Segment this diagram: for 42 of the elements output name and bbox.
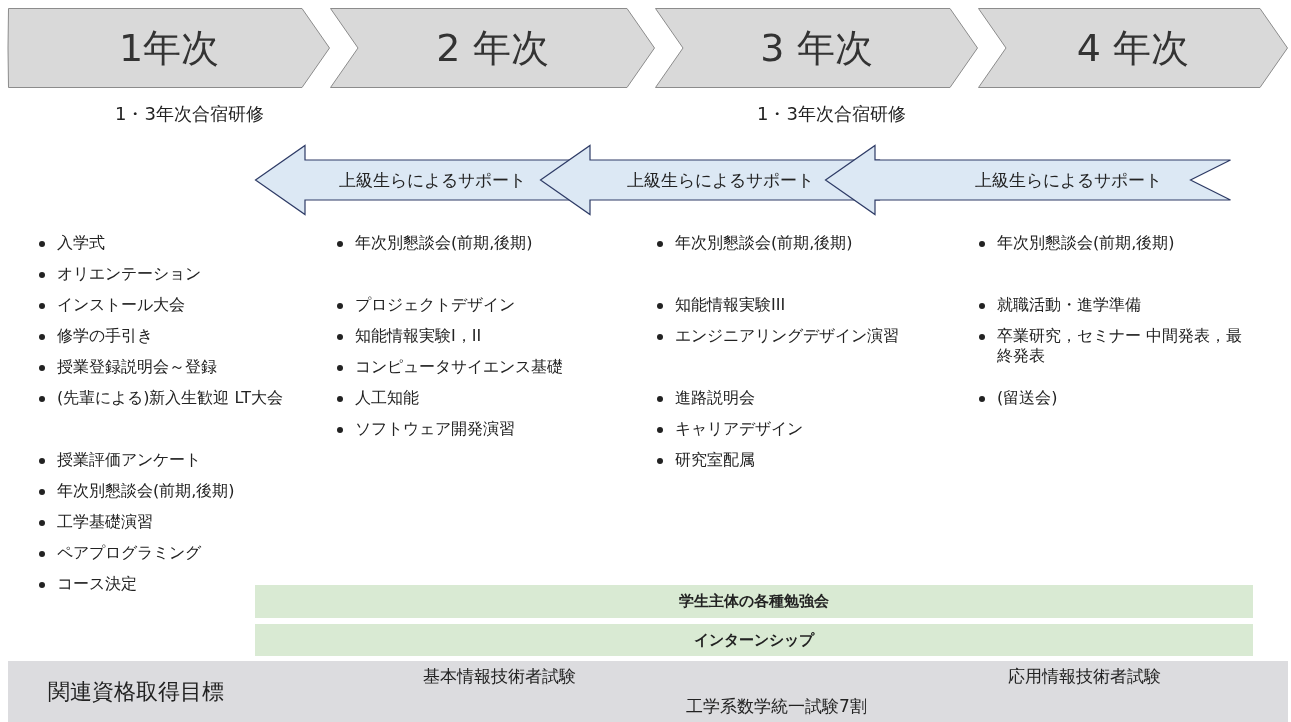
list-item: 授業評価アンケート [35,450,201,470]
arrow-shape: 上級生らによるサポート [255,145,570,215]
qualification-text: 応用情報技術者試験 [1008,665,1161,688]
list-item: エンジニアリングデザイン演習 [653,326,899,346]
list-item: コース決定 [35,574,137,594]
list-item: コンピュータサイエンス基礎 [333,357,563,377]
chevron-box: 2 年次 [330,8,655,88]
caption-text: 1・3年次合宿研修 [757,104,906,124]
list-item: 年次別懇談会(前期,後期) [333,233,533,253]
activity-band: インターンシップ [255,624,1253,656]
activity-band: 学生主体の各種勉強会 [255,585,1253,618]
list-item: インストール大会 [35,295,185,315]
list-item: 知能情報実験III [653,295,786,315]
list-item: (先輩による)新入生歓迎 LT大会 [35,388,307,408]
list-item: 進路説明会 [653,388,755,408]
arrow-shape: 上級生らによるサポート [825,145,1231,215]
list-item: 工学基礎演習 [35,512,153,532]
list-item: 授業登録説明会～登録 [35,357,217,377]
chevron-box: 4 年次 [978,8,1288,88]
qualification-text: 工学系数学統一試験7割 [686,695,867,718]
list-item: 就職活動・進学準備 [975,295,1141,315]
list-item: ペアプログラミング [35,543,201,563]
band-heading: 関連資格取得目標 [48,677,224,706]
qualification-band [8,661,1288,722]
list-item: 研究室配属 [653,450,755,470]
list-item: キャリアデザイン [653,419,803,439]
chevron-box: 1年次 [8,8,330,88]
list-item: 修学の手引き [35,326,153,346]
list-item: 卒業研究，セミナー 中間発表，最終発表 [975,326,1247,366]
list-item: プロジェクトデザイン [333,295,515,315]
list-item: オリエンテーション [35,264,201,284]
list-item: 年次別懇談会(前期,後期) [653,233,853,253]
list-item: 年次別懇談会(前期,後期) [35,481,235,501]
list-item: 入学式 [35,233,105,253]
list-item: 人工知能 [333,388,419,408]
caption-text: 1・3年次合宿研修 [115,104,264,124]
list-item: ソフトウェア開発演習 [333,419,515,439]
list-item: 年次別懇談会(前期,後期) [975,233,1175,253]
qualification-text: 基本情報技術者試験 [423,665,576,688]
chevron-box: 3 年次 [655,8,978,88]
list-item: 知能情報実験I，II [333,326,482,346]
list-item: (留送会) [975,388,1058,408]
